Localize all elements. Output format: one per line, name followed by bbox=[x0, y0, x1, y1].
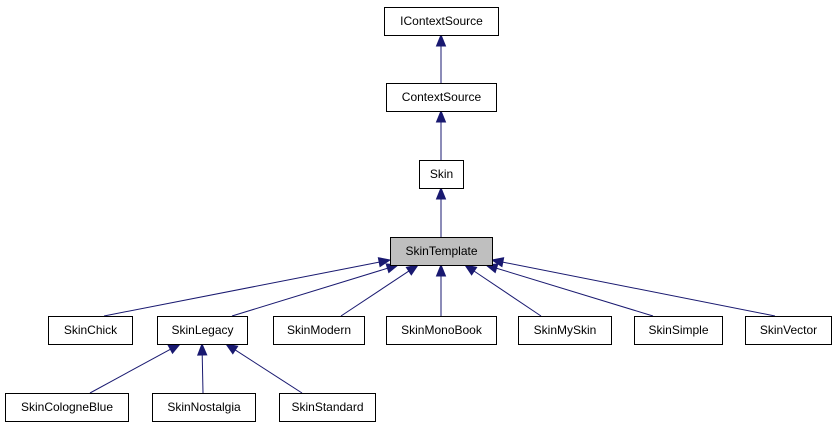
edge-line bbox=[496, 267, 654, 317]
arrowhead-icon bbox=[490, 257, 505, 268]
arrowhead-icon bbox=[435, 186, 447, 200]
node-label: SkinModern bbox=[287, 323, 351, 337]
node-box bbox=[5, 393, 129, 422]
node-label: SkinVector bbox=[760, 323, 817, 337]
nodes-layer: IContextSourceContextSourceSkinSkinTempl… bbox=[5, 7, 832, 422]
edge-line bbox=[340, 270, 410, 317]
node-box bbox=[279, 393, 376, 422]
node-label: SkinMySkin bbox=[534, 323, 597, 337]
node-label: ContextSource bbox=[402, 90, 482, 104]
node-label: SkinLegacy bbox=[171, 323, 233, 337]
node-skin-cologne-blue[interactable]: SkinCologneBlue bbox=[5, 393, 129, 422]
edge-skin-mono-book-to-skin-template bbox=[435, 263, 447, 316]
node-box bbox=[386, 316, 497, 345]
node-label: SkinSimple bbox=[648, 323, 708, 337]
node-skin-chick[interactable]: SkinChick bbox=[48, 316, 133, 345]
node-box bbox=[634, 316, 723, 345]
edges-layer bbox=[89, 33, 776, 394]
edge-context-source-to-i-context-source bbox=[435, 33, 447, 83]
arrowhead-icon bbox=[463, 264, 478, 276]
edge-line bbox=[89, 348, 171, 394]
arrowhead-icon bbox=[405, 264, 420, 276]
node-skin-my-skin[interactable]: SkinMySkin bbox=[518, 316, 612, 345]
node-label: SkinTemplate bbox=[405, 244, 477, 258]
node-label: SkinCologneBlue bbox=[21, 400, 113, 414]
node-context-source[interactable]: ContextSource bbox=[386, 83, 497, 112]
edge-skin-my-skin-to-skin-template bbox=[463, 264, 542, 317]
node-label: SkinChick bbox=[64, 323, 118, 337]
node-skin[interactable]: Skin bbox=[419, 160, 464, 189]
node-skin-nostalgia[interactable]: SkinNostalgia bbox=[152, 393, 256, 422]
node-box bbox=[157, 316, 248, 345]
node-box bbox=[48, 316, 133, 345]
edge-skin-template-to-skin bbox=[435, 186, 447, 237]
node-skin-simple[interactable]: SkinSimple bbox=[634, 316, 723, 345]
edge-line bbox=[231, 267, 388, 317]
node-box bbox=[745, 316, 832, 345]
node-skin-mono-book[interactable]: SkinMonoBook bbox=[386, 316, 497, 345]
node-label: SkinMonoBook bbox=[401, 323, 483, 337]
edge-skin-to-context-source bbox=[435, 109, 447, 160]
node-skin-modern[interactable]: SkinModern bbox=[273, 316, 365, 345]
edge-line bbox=[201, 354, 204, 394]
arrowhead-icon bbox=[435, 109, 447, 123]
node-box bbox=[273, 316, 365, 345]
edge-skin-legacy-to-skin-template bbox=[231, 263, 400, 317]
arrowhead-icon bbox=[377, 257, 392, 268]
edge-skin-simple-to-skin-template bbox=[484, 263, 654, 317]
node-label: IContextSource bbox=[400, 14, 483, 28]
edge-skin-nostalgia-to-skin-legacy bbox=[196, 342, 208, 394]
edge-skin-standard-to-skin-legacy bbox=[224, 343, 303, 394]
edge-skin-vector-to-skin-template bbox=[490, 257, 776, 317]
node-box bbox=[390, 237, 493, 266]
node-box bbox=[518, 316, 612, 345]
node-skin-template: SkinTemplate bbox=[390, 237, 493, 266]
node-box bbox=[386, 83, 497, 112]
node-box bbox=[384, 7, 499, 36]
node-skin-legacy[interactable]: SkinLegacy bbox=[157, 316, 248, 345]
edge-line bbox=[473, 270, 542, 317]
node-label: SkinNostalgia bbox=[167, 400, 241, 414]
arrowhead-icon bbox=[435, 33, 447, 47]
arrowhead-icon bbox=[167, 343, 182, 355]
arrowhead-icon bbox=[224, 343, 239, 355]
node-label: Skin bbox=[430, 167, 453, 181]
edge-line bbox=[502, 261, 776, 317]
node-label: SkinStandard bbox=[291, 400, 363, 414]
arrowhead-icon bbox=[435, 263, 447, 277]
node-i-context-source[interactable]: IContextSource bbox=[384, 7, 499, 36]
node-box bbox=[419, 160, 464, 189]
edge-line bbox=[103, 261, 380, 317]
node-skin-vector[interactable]: SkinVector bbox=[745, 316, 832, 345]
node-box bbox=[152, 393, 256, 422]
node-skin-standard[interactable]: SkinStandard bbox=[279, 393, 376, 422]
arrowhead-icon bbox=[196, 342, 208, 356]
edge-skin-chick-to-skin-template bbox=[103, 257, 392, 317]
edge-line bbox=[234, 349, 303, 394]
edge-skin-cologne-blue-to-skin-legacy bbox=[89, 343, 182, 394]
edge-skin-modern-to-skin-template bbox=[340, 264, 420, 317]
